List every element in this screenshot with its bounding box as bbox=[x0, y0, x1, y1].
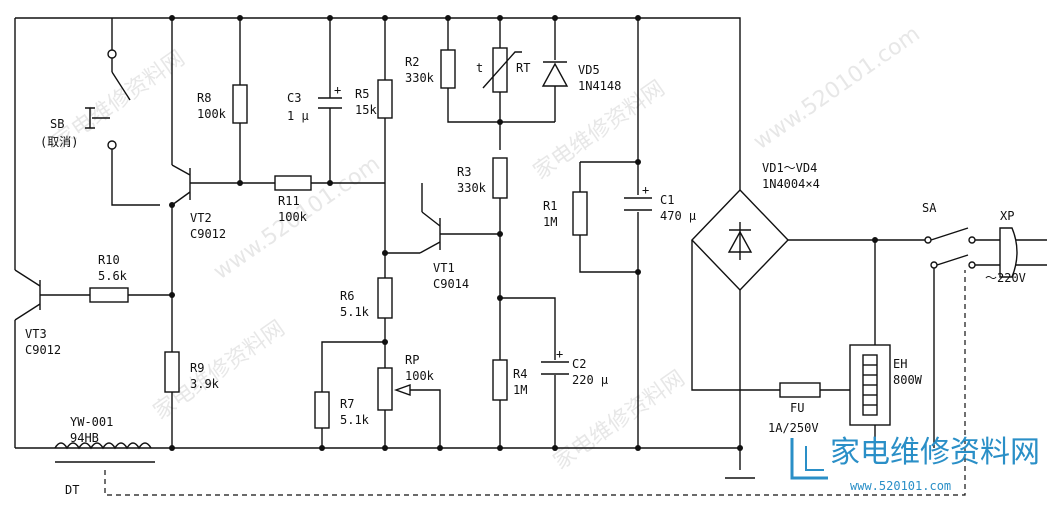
rp-potentiometer bbox=[377, 367, 443, 451]
svg-text:+: + bbox=[334, 83, 341, 97]
r1-val: 1M bbox=[543, 215, 557, 229]
xp-plug bbox=[999, 227, 1047, 278]
r1-resistor bbox=[572, 15, 641, 451]
r4-val: 1M bbox=[513, 383, 527, 397]
watermark-url: www.520101.com bbox=[749, 21, 925, 154]
c3-capacitor: + bbox=[318, 15, 385, 184]
r9-resistor bbox=[164, 351, 180, 451]
vd5-val: 1N4148 bbox=[578, 79, 621, 93]
c1-ref: C1 bbox=[660, 193, 674, 207]
sb-note: (取消) bbox=[40, 135, 78, 149]
brand-text: 家电维修资料网 bbox=[830, 435, 1040, 470]
vt2-ref: VT2 bbox=[190, 211, 212, 225]
sb-switch bbox=[85, 18, 160, 206]
rt-thermistor bbox=[482, 15, 522, 150]
rt-mark: t bbox=[476, 61, 483, 75]
yw-sensor-coil bbox=[54, 442, 155, 463]
r4-resistor bbox=[492, 297, 558, 451]
xp-val: ～220V bbox=[985, 271, 1026, 285]
r2-val: 330k bbox=[405, 71, 435, 85]
r8-ref: R8 bbox=[197, 91, 211, 105]
r2-resistor bbox=[440, 15, 555, 123]
yw-val: 94HB bbox=[70, 431, 99, 445]
r9-ref: R9 bbox=[190, 361, 204, 375]
rt-ref: RT bbox=[516, 61, 530, 75]
r8-val: 100k bbox=[197, 107, 227, 121]
brand-url: www.520101.com bbox=[850, 479, 951, 493]
rp-val: 100k bbox=[405, 369, 435, 383]
sb-ref: SB bbox=[50, 117, 64, 131]
watermark-text: 家电维修资料网 bbox=[549, 366, 690, 475]
r2-ref: R2 bbox=[405, 55, 419, 69]
vd5-ref: VD5 bbox=[578, 63, 600, 77]
vt3-transistor bbox=[14, 269, 41, 448]
mechanical-link-dashed bbox=[104, 270, 966, 496]
rp-ref: RP bbox=[405, 353, 419, 367]
c2-val: 220 μ bbox=[572, 373, 608, 387]
fu-fuse bbox=[779, 382, 850, 398]
r6-ref: R6 bbox=[340, 289, 354, 303]
vt3-ref: VT3 bbox=[25, 327, 47, 341]
eh-val: 800W bbox=[893, 373, 923, 387]
vt1-ref: VT1 bbox=[433, 261, 455, 275]
c3-ref: C3 bbox=[287, 91, 301, 105]
vd1-4-val: 1N4004×4 bbox=[762, 177, 820, 191]
eh-heater bbox=[849, 240, 891, 448]
fu-ref: FU bbox=[790, 401, 804, 415]
r5-resistor bbox=[377, 15, 393, 253]
r7-val: 5.1k bbox=[340, 413, 370, 427]
r7-ref: R7 bbox=[340, 397, 354, 411]
r3-val: 330k bbox=[457, 181, 487, 195]
c1-val: 470 μ bbox=[660, 209, 696, 223]
fu-val: 1A/250V bbox=[768, 421, 819, 435]
r10-ref: R10 bbox=[98, 253, 120, 267]
r10-resistor bbox=[40, 287, 175, 303]
sa-switch bbox=[924, 227, 1000, 448]
c2-capacitor: + bbox=[541, 347, 569, 375]
r6-val: 5.1k bbox=[340, 305, 370, 319]
r11-val: 100k bbox=[278, 210, 308, 224]
c1-capacitor: + bbox=[624, 183, 652, 211]
r5-val: 15k bbox=[355, 103, 377, 117]
r4-ref: R4 bbox=[513, 367, 527, 381]
r3-resistor bbox=[492, 157, 508, 301]
xp-ref: XP bbox=[1000, 209, 1014, 223]
eh-ref: EH bbox=[893, 357, 907, 371]
brand-logo bbox=[790, 438, 828, 480]
svg-text:+: + bbox=[642, 183, 649, 197]
vt2-val: C9012 bbox=[190, 227, 226, 241]
c2-ref: C2 bbox=[572, 357, 586, 371]
c3-val: 1 μ bbox=[287, 109, 309, 123]
dt-ref: DT bbox=[65, 483, 79, 497]
vd1-4-ref: VD1～VD4 bbox=[762, 161, 817, 175]
r3-ref: R3 bbox=[457, 165, 471, 179]
svg-text:+: + bbox=[556, 347, 563, 361]
vt2-transistor bbox=[169, 15, 285, 448]
bridge-rectifier bbox=[691, 188, 925, 451]
vt1-val: C9014 bbox=[433, 277, 469, 291]
r10-val: 5.6k bbox=[98, 269, 128, 283]
vt3-val: C9012 bbox=[25, 343, 61, 357]
bottom-rail-wire bbox=[15, 447, 741, 470]
top-rail-wire bbox=[15, 17, 741, 235]
r7-resistor bbox=[314, 341, 385, 451]
vd5-diode bbox=[541, 15, 569, 122]
r1-ref: R1 bbox=[543, 199, 557, 213]
sa-ref: SA bbox=[922, 201, 937, 215]
r11-ref: R11 bbox=[278, 194, 300, 208]
vt1-transistor bbox=[382, 183, 500, 256]
r8-resistor bbox=[232, 15, 248, 186]
r9-val: 3.9k bbox=[190, 377, 220, 391]
r5-ref: R5 bbox=[355, 87, 369, 101]
yw-ref: YW-001 bbox=[70, 415, 113, 429]
r6-resistor bbox=[377, 253, 393, 368]
